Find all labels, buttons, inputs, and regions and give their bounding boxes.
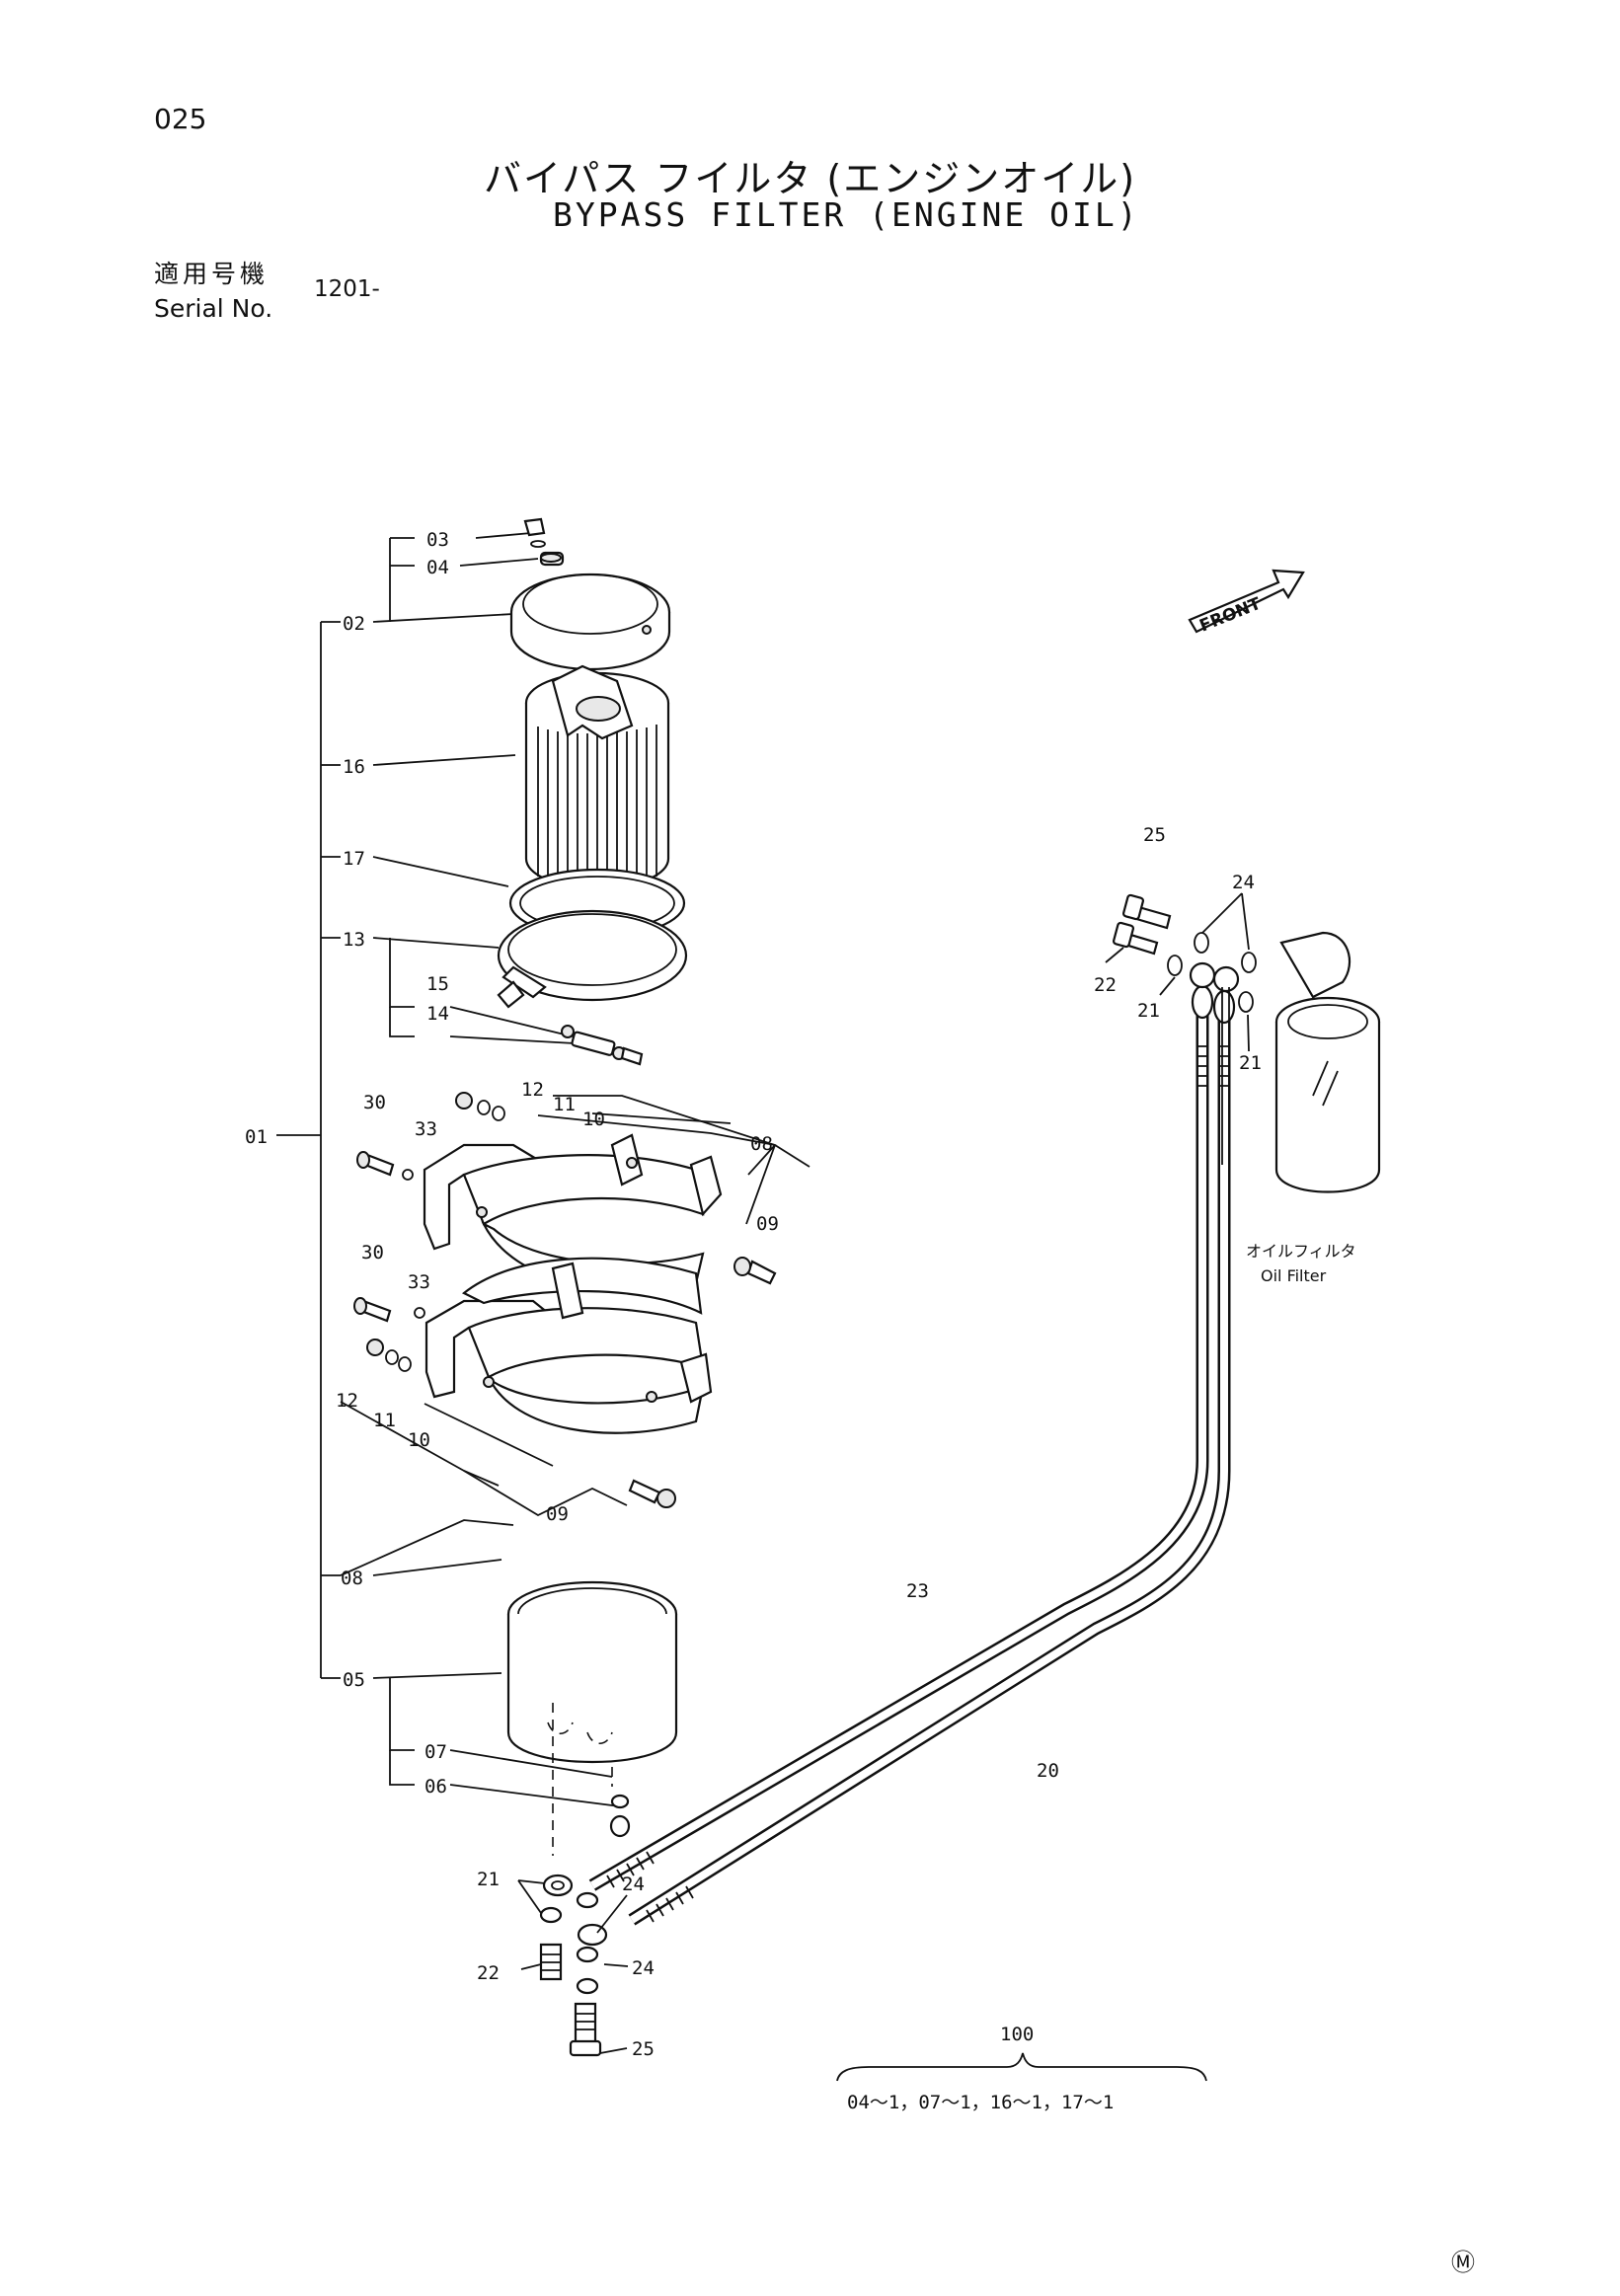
callout-25-lower: 25 [632, 2038, 655, 2060]
callout-20: 20 [1037, 1760, 1059, 1782]
callout-09-upper: 09 [756, 1213, 779, 1235]
callout-16: 16 [343, 756, 365, 778]
callout-23: 23 [906, 1580, 929, 1602]
lower-hose-fittings [517, 1874, 629, 2057]
callout-08-lower: 08 [341, 1568, 363, 1589]
kit-number: 100 [1000, 2024, 1034, 2045]
oil-hoses [588, 961, 1240, 1926]
callout-21-upper-b: 21 [1239, 1052, 1262, 1074]
callout-06: 06 [424, 1776, 447, 1798]
callout-24-lower-b: 24 [632, 1957, 655, 1979]
front-arrow: FRONT [1188, 569, 1305, 637]
callout-10-lower: 10 [408, 1429, 430, 1451]
callout-12-upper: 12 [521, 1079, 544, 1101]
callout-09-lower: 09 [546, 1503, 569, 1525]
kit-brace [836, 2052, 1207, 2082]
lower-bracket [424, 1257, 713, 1508]
callout-13: 13 [343, 929, 365, 951]
callout-30-upper: 30 [363, 1092, 386, 1113]
filter-element [524, 664, 670, 890]
callout-11-lower: 11 [373, 1410, 396, 1431]
callout-04: 04 [426, 557, 449, 578]
bracket-fasteners [353, 1092, 505, 1372]
front-arrow-label: FRONT [1196, 594, 1264, 637]
callout-33-lower: 33 [408, 1271, 430, 1293]
callout-01: 01 [245, 1126, 268, 1148]
callout-08-upper: 08 [750, 1133, 773, 1155]
callout-07: 07 [424, 1741, 447, 1763]
callout-11-upper: 11 [553, 1094, 576, 1115]
title-english: BYPASS FILTER (ENGINE OIL) [553, 195, 1140, 234]
callout-labels: 03 04 02 16 17 13 15 14 01 30 33 12 11 1… [245, 529, 1475, 2276]
engine-oil-filter [1274, 931, 1381, 1193]
callout-22-upper: 22 [1094, 974, 1117, 996]
oring-and-clamp-band [497, 868, 688, 1066]
callout-22-lower: 22 [477, 1962, 500, 1984]
callout-30-lower: 30 [361, 1242, 384, 1263]
callout-tree [276, 537, 415, 1786]
oil-filter-label-english: Oil Filter [1261, 1266, 1327, 1285]
title-japanese: バイパス フイルタ (エンジンオイル) [484, 157, 1137, 200]
oil-filter-label-japanese: オイルフィルタ [1246, 1242, 1356, 1261]
serial-number-value: 1201- [314, 276, 380, 302]
serial-label-japanese: 適用号機 [154, 260, 270, 288]
callout-14: 14 [426, 1003, 449, 1025]
callout-21-upper-a: 21 [1137, 1000, 1160, 1022]
callout-02: 02 [343, 613, 365, 635]
filter-case [506, 1580, 678, 1856]
callout-12-lower: 12 [336, 1390, 358, 1412]
footer-mark: Ⓜ [1451, 2249, 1475, 2276]
callout-10-upper: 10 [582, 1109, 605, 1130]
callout-15: 15 [426, 973, 449, 995]
serial-label-english: Serial No. [154, 294, 273, 323]
callout-05: 05 [343, 1669, 365, 1691]
callout-24-lower-a: 24 [622, 1874, 645, 1895]
page-number: 025 [154, 103, 207, 135]
leader-lines [340, 532, 810, 1807]
callout-17: 17 [343, 848, 365, 870]
kit-contents: 04～1，07～1，16～1，17～1 [847, 2092, 1114, 2113]
filter-cap [509, 517, 671, 671]
callout-03: 03 [426, 529, 449, 551]
callout-24-upper: 24 [1232, 872, 1255, 893]
callout-33-upper: 33 [415, 1118, 437, 1140]
callout-21-lower: 21 [477, 1869, 500, 1890]
callout-25-upper: 25 [1143, 824, 1166, 846]
upper-hose-fittings [1105, 892, 1257, 1052]
